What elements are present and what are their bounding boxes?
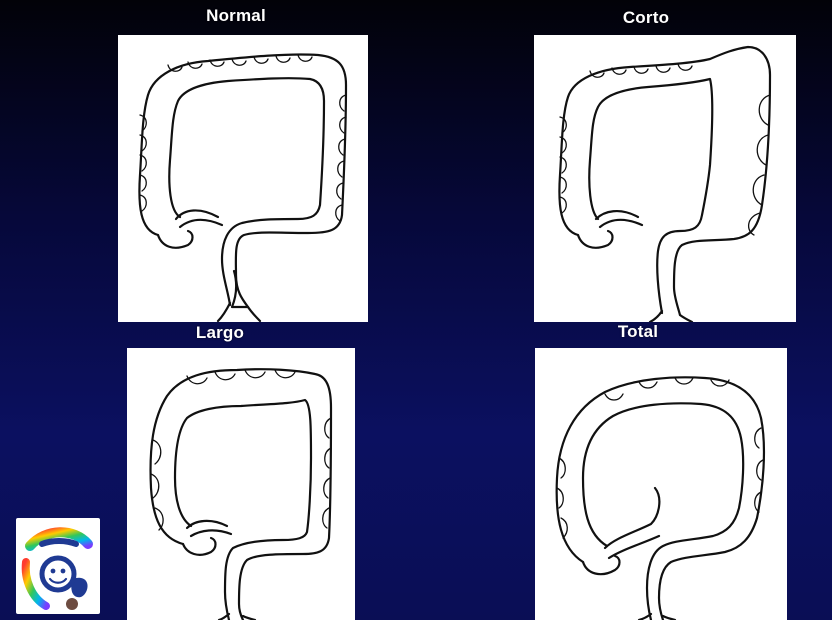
panel-title-normal: Normal	[176, 6, 296, 26]
colon-diagram-largo	[127, 348, 355, 620]
normal-colon-drawing	[118, 35, 368, 322]
colon-diagram-normal	[118, 35, 368, 322]
panel-title-corto: Corto	[586, 8, 706, 28]
long-colon-drawing	[127, 348, 355, 620]
colon-diagram-corto	[534, 35, 796, 322]
colon-diagram-total	[535, 348, 787, 620]
panel-title-largo: Largo	[160, 323, 280, 343]
short-colon-drawing	[534, 35, 796, 322]
colorful-smiley-logo-icon	[16, 518, 100, 614]
total-colon-drawing	[535, 348, 787, 620]
panel-title-total: Total	[578, 322, 698, 342]
